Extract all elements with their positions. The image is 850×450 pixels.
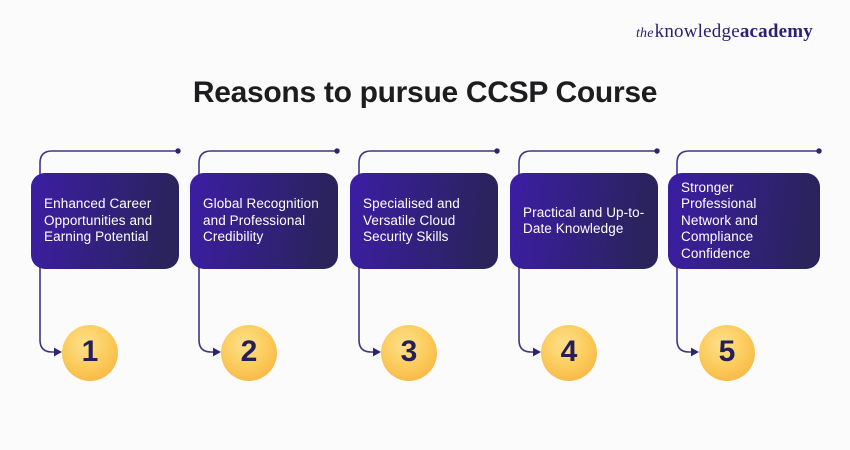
step-number-badge: 2 <box>221 325 277 381</box>
arrowhead-icon <box>373 347 381 357</box>
page-title: Reasons to pursue CCSP Course <box>192 76 658 109</box>
logo-word-knowledge: knowledge <box>654 21 740 42</box>
connector-dot <box>816 148 822 154</box>
reason-card: Enhanced Career Opportunities and Earnin… <box>31 173 179 269</box>
reason-column-4: Practical and Up-to-Date Knowledge 4 <box>510 144 672 386</box>
reason-card: Practical and Up-to-Date Knowledge <box>510 173 658 269</box>
step-number-badge: 1 <box>62 325 118 381</box>
connector-dot <box>334 148 340 154</box>
connector-dot <box>654 148 660 154</box>
step-number-badge: 3 <box>381 325 437 381</box>
reason-card-text: Stronger Professional Network and Compli… <box>681 179 758 261</box>
reason-column-2: Global Recognition and Professional Cred… <box>190 144 352 386</box>
step-number: 5 <box>718 335 736 368</box>
logo-word-the: the <box>635 26 654 41</box>
reason-card: Global Recognition and Professional Cred… <box>190 173 338 269</box>
reason-card-text: Enhanced Career Opportunities and Earnin… <box>44 196 153 245</box>
reason-column-5: Stronger Professional Network and Compli… <box>668 144 830 386</box>
reason-card-text: Specialised and Versatile Cloud Security… <box>363 196 460 245</box>
step-number-badge: 5 <box>699 325 755 381</box>
arrowhead-icon <box>213 347 221 357</box>
reason-card-text: Practical and Up-to-Date Knowledge <box>523 204 645 237</box>
connector-dot <box>175 148 181 154</box>
step-number: 4 <box>560 335 578 368</box>
logo-word-academy: academy <box>739 21 813 42</box>
step-number: 2 <box>240 335 258 368</box>
reason-card: Specialised and Versatile Cloud Security… <box>350 173 498 269</box>
reason-card: Stronger Professional Network and Compli… <box>668 173 820 269</box>
arrowhead-icon <box>691 347 699 357</box>
reason-card-text: Global Recognition and Professional Cred… <box>203 196 319 245</box>
arrowhead-icon <box>54 347 62 357</box>
arrowhead-icon <box>533 347 541 357</box>
connector-dot <box>494 148 500 154</box>
step-number: 3 <box>400 335 418 368</box>
reason-column-3: Specialised and Versatile Cloud Security… <box>350 144 512 386</box>
reason-column-1: Enhanced Career Opportunities and Earnin… <box>31 144 193 386</box>
step-number-badge: 4 <box>541 325 597 381</box>
step-number: 1 <box>81 335 99 368</box>
brand-logo: theknowledgeacademy <box>636 21 813 43</box>
